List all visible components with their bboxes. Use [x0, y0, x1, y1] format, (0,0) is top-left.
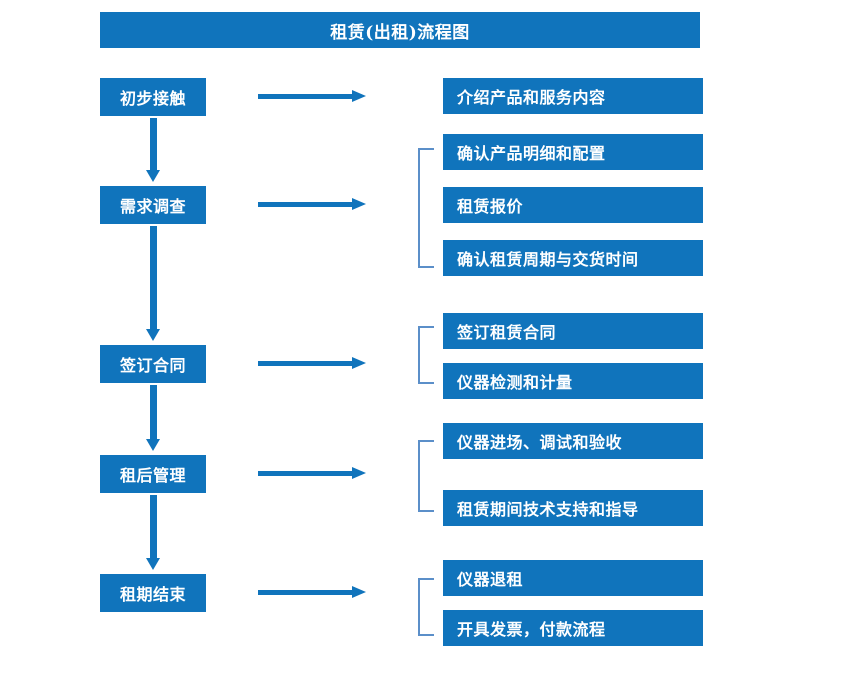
group-bracket-icon-4 — [418, 578, 434, 636]
page-title: 租赁(出租)流程图 — [100, 12, 700, 48]
arrow-down-icon-2 — [144, 226, 162, 341]
arrow-right-icon-2 — [258, 196, 368, 214]
detail-box-仪器退租[interactable]: 仪器退租 — [443, 560, 703, 596]
detail-box-租赁期间技术支持和指导[interactable]: 租赁期间技术支持和指导 — [443, 490, 703, 526]
detail-box-开具发票付款流程[interactable]: 开具发票，付款流程 — [443, 610, 703, 646]
arrow-right-icon-3 — [258, 355, 368, 373]
group-bracket-icon-1 — [418, 148, 434, 268]
arrow-right-icon-4 — [258, 465, 368, 483]
detail-box-仪器检测和计量[interactable]: 仪器检测和计量 — [443, 363, 703, 399]
stage-box-租期结束[interactable]: 租期结束 — [100, 574, 206, 612]
stage-box-需求调查[interactable]: 需求调查 — [100, 186, 206, 224]
stage-box-签订合同[interactable]: 签订合同 — [100, 345, 206, 383]
detail-box-确认租赁周期与交货时间[interactable]: 确认租赁周期与交货时间 — [443, 240, 703, 276]
arrow-right-icon-5 — [258, 584, 368, 602]
detail-box-确认产品明细和配置[interactable]: 确认产品明细和配置 — [443, 134, 703, 170]
stage-box-租后管理[interactable]: 租后管理 — [100, 455, 206, 493]
group-bracket-icon-2 — [418, 326, 434, 384]
arrow-down-icon-1 — [144, 118, 162, 182]
arrow-down-icon-3 — [144, 385, 162, 451]
stage-box-初步接触[interactable]: 初步接触 — [100, 78, 206, 116]
group-bracket-icon-3 — [418, 440, 434, 512]
arrow-down-icon-4 — [144, 495, 162, 570]
detail-box-租赁报价[interactable]: 租赁报价 — [443, 187, 703, 223]
arrow-right-icon-1 — [258, 88, 368, 106]
detail-box-介绍产品和服务内容[interactable]: 介绍产品和服务内容 — [443, 78, 703, 114]
detail-box-签订租赁合同[interactable]: 签订租赁合同 — [443, 313, 703, 349]
detail-box-仪器进场调试和验收[interactable]: 仪器进场、调试和验收 — [443, 423, 703, 459]
